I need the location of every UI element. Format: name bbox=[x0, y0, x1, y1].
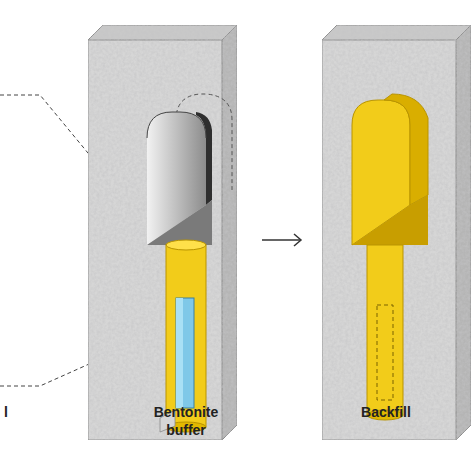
backfill bbox=[352, 94, 428, 420]
rock-block-left bbox=[88, 25, 237, 440]
part-label: Bentonite buffer bbox=[138, 403, 234, 439]
cut-off-label: l bbox=[4, 403, 24, 421]
process-arrow bbox=[262, 234, 301, 246]
rock-block-right bbox=[322, 25, 471, 440]
tunnel bbox=[147, 112, 212, 245]
part-label: Backfill bbox=[336, 403, 436, 421]
bentonite-buffer bbox=[160, 240, 206, 432]
